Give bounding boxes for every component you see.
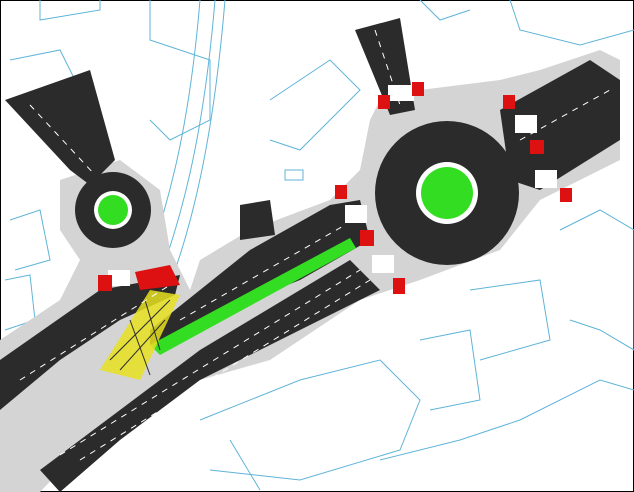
road-west-upper	[0, 275, 180, 410]
pedestrian-crossing-icon	[535, 170, 557, 188]
building-block	[240, 200, 275, 240]
pedestrian-crossing-icon	[372, 255, 394, 273]
traffic-signal-icon	[378, 95, 390, 109]
pedestrian-crossings	[108, 85, 557, 286]
roundabout-west	[75, 172, 151, 248]
traffic-signal-icon	[335, 185, 347, 199]
traffic-signals	[98, 82, 572, 294]
green-median	[150, 238, 356, 355]
road-north-west	[5, 70, 115, 185]
hatching-lines	[109, 299, 171, 376]
green-island-icon	[421, 167, 473, 219]
pedestrian-crossing-icon	[388, 85, 414, 101]
hatched-zone	[100, 290, 180, 380]
road-boulevard-south	[40, 260, 380, 492]
traffic-signal-icon	[135, 265, 180, 290]
green-island-icon	[98, 195, 128, 225]
pedestrian-crossing-icon	[108, 270, 130, 286]
traffic-signal-icon	[560, 188, 572, 202]
roundabout-east	[375, 121, 519, 265]
pedestrian-crossing-icon	[515, 115, 537, 133]
pedestrian-crossing-icon	[345, 205, 367, 223]
traffic-signal-icon	[360, 230, 374, 246]
traffic-signal-icon	[98, 275, 112, 291]
road-boulevard-north	[150, 200, 370, 345]
traffic-signal-icon	[503, 95, 515, 109]
traffic-signal-icon	[530, 140, 544, 154]
road-east	[500, 60, 620, 190]
traffic-signal-icon	[393, 278, 405, 294]
traffic-signal-icon	[412, 82, 424, 96]
